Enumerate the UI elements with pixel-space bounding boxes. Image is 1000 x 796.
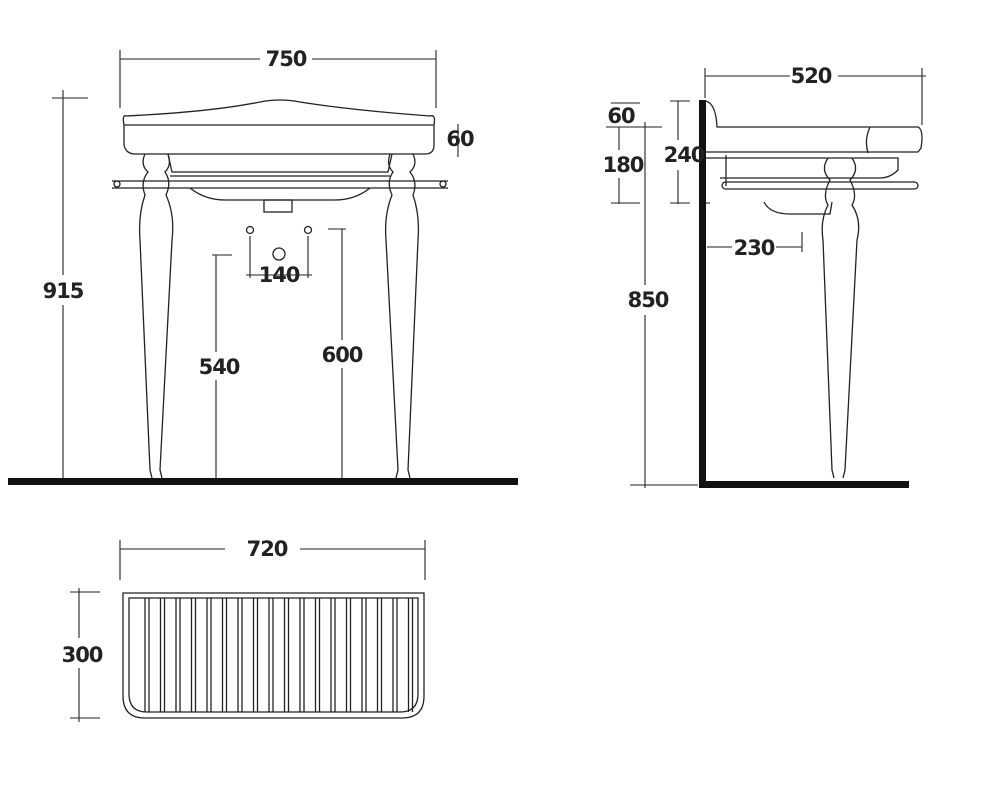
dim-height-915: 915: [43, 279, 84, 303]
dim-width-750: 750: [266, 47, 307, 71]
drain: [263, 199, 293, 213]
basin-rim: [122, 99, 436, 155]
basin-side: [705, 100, 923, 179]
dim-waste-540: 540: [199, 355, 240, 379]
floor-line: [8, 478, 518, 485]
dim-depth-300: 300: [62, 643, 103, 667]
tap-hole: [303, 225, 313, 235]
dim-rim-60: 60: [607, 104, 635, 128]
shelf-outline: [122, 592, 425, 719]
dim-width-720: 720: [247, 537, 288, 561]
wall-line: [699, 100, 706, 487]
dim-taps-140: 140: [259, 263, 300, 287]
plan-view: 720 300: [62, 537, 426, 722]
dim-basin-240: 240: [664, 143, 705, 167]
side-view: 520 60 180 240 230 850: [603, 64, 926, 488]
side-leg: [821, 157, 860, 479]
tap-hole: [245, 225, 255, 235]
waste-outlet: [272, 247, 286, 261]
floor-line: [699, 481, 909, 488]
dim-depth-520: 520: [791, 64, 832, 88]
dim-height-850: 850: [628, 288, 669, 312]
basin-bowl: [167, 153, 393, 173]
front-view: 750 60 915 140 540 600: [8, 47, 518, 485]
dim-waste-230: 230: [734, 236, 775, 260]
dim-basin-180: 180: [603, 153, 644, 177]
left-leg: [138, 153, 174, 479]
dim-rim-60: 60: [446, 127, 474, 151]
right-leg: [384, 153, 420, 479]
dim-supply-600: 600: [322, 343, 363, 367]
shelf-slats: [144, 598, 414, 712]
towel-bar: [721, 181, 919, 190]
